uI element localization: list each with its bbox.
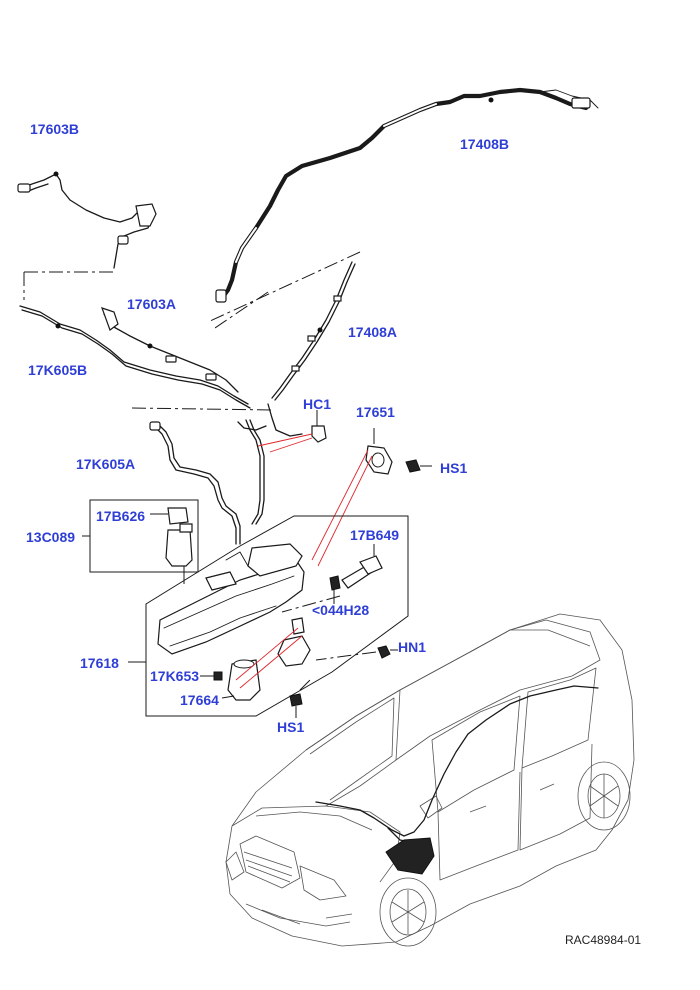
label-17603A: 17603A — [127, 296, 177, 312]
label-HS1-upper: HS1 — [440, 460, 468, 476]
label-17664: 17664 — [180, 692, 219, 708]
label-17408B: 17408B — [460, 136, 510, 152]
label-17K605A: 17K605A — [76, 456, 136, 472]
sensor-17B649 — [281, 544, 383, 613]
hose-17K605A — [149, 421, 241, 545]
reference-code: RAC48984-01 — [565, 933, 642, 947]
label-17K653: 17K653 — [150, 668, 200, 684]
detail-box-17618 — [128, 515, 409, 717]
fastener-HS1-upper — [405, 459, 432, 473]
clip-HC1 — [257, 410, 327, 453]
hose-17603A — [19, 305, 251, 409]
label-17618: 17618 — [80, 655, 119, 671]
label-044H28: <044H28 — [312, 602, 370, 618]
label-17603B: 17603B — [30, 121, 80, 137]
label-HN1: HN1 — [398, 639, 427, 655]
label-17K605B: 17K605B — [28, 362, 88, 378]
label-HC1: HC1 — [303, 396, 332, 412]
hose-17408A — [271, 261, 356, 401]
hose-centre — [237, 403, 303, 525]
nut-HN1 — [315, 645, 398, 661]
fastener-HS1-lower — [289, 679, 311, 718]
hose-17408B — [215, 87, 599, 303]
label-HS1-lower: HS1 — [277, 719, 305, 735]
detail-box-13C089 — [82, 499, 199, 584]
grommet-17651 — [311, 428, 393, 567]
label-17408A: 17408A — [348, 324, 398, 340]
label-17651: 17651 — [356, 404, 395, 420]
label-13C089: 13C089 — [26, 529, 76, 545]
label-17B649: 17B649 — [350, 527, 400, 543]
hose-17603B — [17, 171, 157, 269]
vehicle-illustration — [225, 613, 635, 947]
label-17B626: 17B626 — [96, 508, 146, 524]
